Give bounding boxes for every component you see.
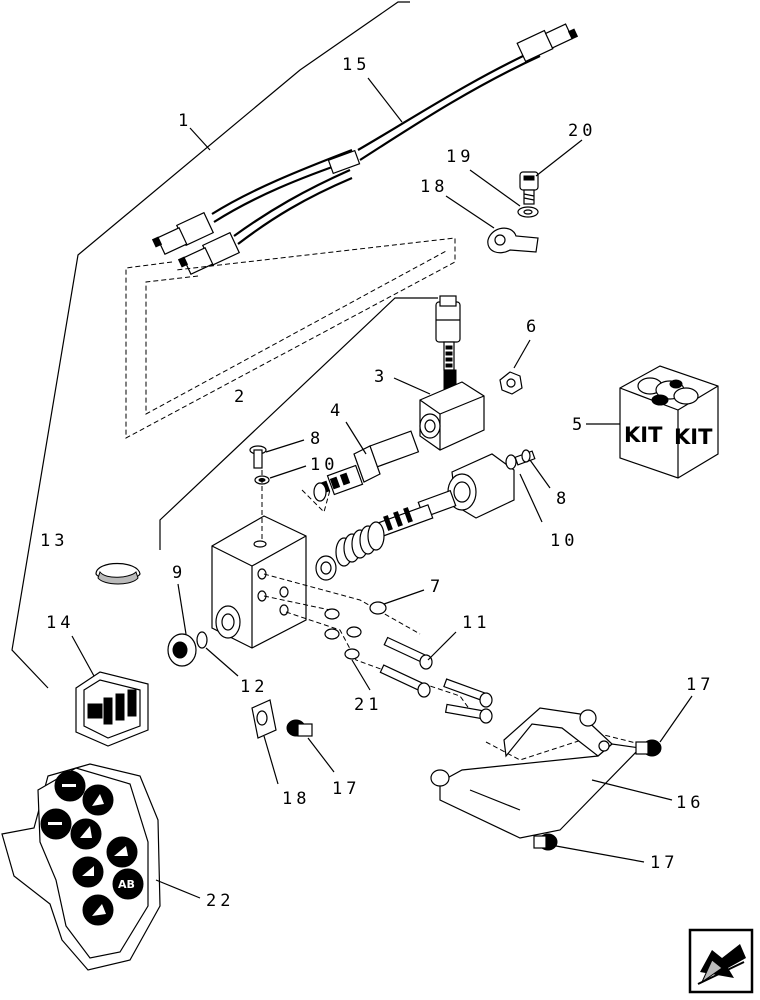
callout-10-right: 10 <box>550 531 578 551</box>
callout-11: 11 <box>462 613 490 633</box>
harness-connector-lower-2 <box>177 231 241 276</box>
solenoid-connector <box>435 295 461 393</box>
callout-17-lower: 17 <box>332 779 360 799</box>
washer-19 <box>517 206 539 218</box>
nut-6 <box>499 371 523 395</box>
washer-10-right <box>505 454 517 470</box>
callout-3: 3 <box>374 367 388 387</box>
bolts-11 <box>379 636 493 724</box>
callout-17-bottom: 17 <box>650 853 678 873</box>
assembly-1-bracket-line <box>11 1 410 689</box>
plug-9 <box>167 633 197 667</box>
kit-box-icon: KIT KIT <box>619 365 719 479</box>
svg-text:AB: AB <box>118 878 135 891</box>
valve-body-block <box>211 470 641 761</box>
callout-15: 15 <box>342 55 370 75</box>
panel-buttons: AB <box>40 770 144 926</box>
callout-17-right: 17 <box>686 675 714 695</box>
callout-5: 5 <box>572 415 586 435</box>
screw-17-bottom <box>533 833 558 851</box>
harness-connector-top <box>516 23 579 63</box>
spring <box>335 521 385 567</box>
cartridge-valve <box>313 430 420 502</box>
next-page-arrow-icon[interactable] <box>688 928 754 994</box>
callout-labels: 15 1 20 19 18 6 3 2 4 8 10 5 8 10 13 9 7… <box>40 55 714 911</box>
callout-18-upper: 18 <box>420 177 448 197</box>
callout-20: 20 <box>568 121 596 141</box>
o-ring-12 <box>196 631 208 649</box>
harness-routing-dashed <box>125 237 456 439</box>
callout-leaders <box>71 77 693 899</box>
callout-1: 1 <box>178 111 192 131</box>
wire-harness <box>151 23 579 276</box>
callout-8-upper: 8 <box>310 429 324 449</box>
callout-2: 2 <box>234 387 248 407</box>
assembly-2-bracket-line <box>159 297 438 550</box>
screw-20 <box>519 171 539 205</box>
screw-17-right <box>635 739 662 757</box>
harness-connector-lower-1 <box>151 211 215 256</box>
screw-17-lower-left <box>286 719 313 737</box>
control-panel: AB <box>1 763 161 971</box>
callout-13: 13 <box>40 531 68 551</box>
callout-14: 14 <box>46 613 74 633</box>
callout-8-right: 8 <box>556 489 570 509</box>
spool-valve-assembly <box>315 453 515 581</box>
callout-7: 7 <box>430 577 444 597</box>
cable-clamp <box>487 227 539 254</box>
callout-10-upper: 10 <box>310 455 338 475</box>
clamp-18-lower <box>251 699 277 739</box>
callout-18-lower: 18 <box>282 789 310 809</box>
callout-12: 12 <box>240 677 268 697</box>
kit-label-left: KIT <box>624 423 663 447</box>
callout-6: 6 <box>526 317 540 337</box>
callout-22: 22 <box>206 891 234 911</box>
kit-label-right: KIT <box>674 425 713 449</box>
o-rings-cluster <box>324 601 387 660</box>
solenoid-coil <box>419 381 485 451</box>
screw-8-upper <box>249 445 267 469</box>
callout-9: 9 <box>172 563 186 583</box>
callout-19: 19 <box>446 147 474 167</box>
rocker-switch <box>75 671 149 747</box>
retaining-clip <box>95 563 141 585</box>
callout-21: 21 <box>354 695 382 715</box>
mounting-plate <box>430 707 642 839</box>
panel-button-symbols: AB <box>48 784 135 916</box>
callout-16: 16 <box>676 793 704 813</box>
callout-4: 4 <box>330 401 344 421</box>
